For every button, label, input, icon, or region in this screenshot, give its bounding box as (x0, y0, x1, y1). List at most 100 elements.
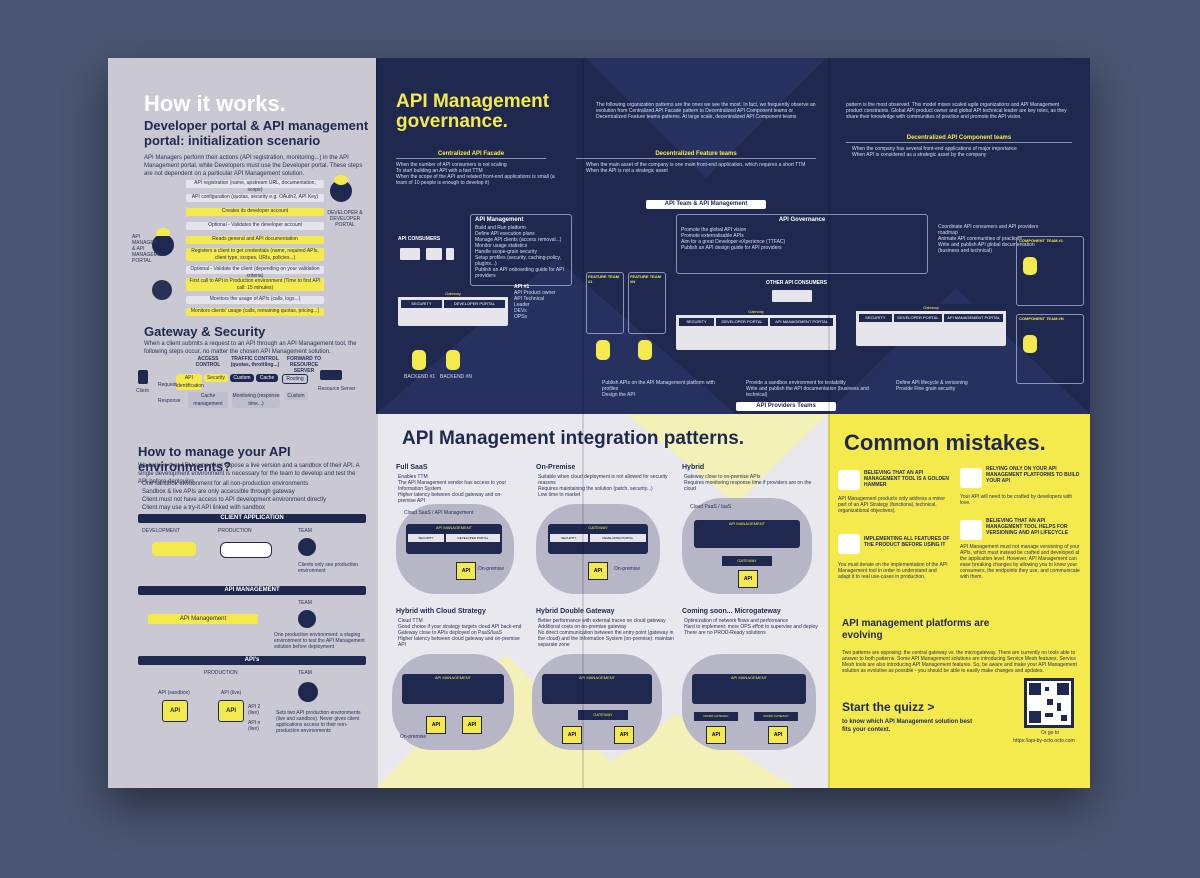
pattern-3-platform: API MANAGEMENT (694, 520, 800, 548)
api-mgmt-items: Build and Run platform Define API execut… (471, 225, 571, 279)
api-live-cube: API (218, 700, 244, 722)
m3-text: You must iterate on the implementation o… (838, 562, 948, 580)
col3-bullet: When the company has several front-end a… (852, 146, 1017, 152)
server-icon (320, 370, 342, 380)
pattern-6-api-2: API (768, 726, 788, 744)
facade-api-roles: API #1 API Product owner API Technical L… (514, 284, 560, 320)
fold-2 (582, 58, 584, 788)
manager-avatar (152, 234, 174, 256)
pattern-3-name: Hybrid (682, 464, 705, 471)
pattern-5-notes: Better performance with external traces … (538, 618, 674, 648)
chain-routing: Routing (282, 374, 308, 384)
pattern-note: Requires monitoring response time if pro… (684, 480, 812, 492)
prod-label: PRODUCTION (218, 528, 252, 534)
step-10: Monitors clients' usage (calls, remainin… (186, 308, 324, 316)
governance-item: Promote externalisable APIs (681, 233, 744, 239)
feature-mgmt-portal: API MANAGEMENT PORTAL (770, 318, 834, 326)
pattern-2-platform: GATEWAY SECURITY DEVELOPER PORTAL (548, 524, 648, 554)
component-team-1-label: COMPONENT TEAM #1 (1019, 238, 1064, 243)
pattern-note: Gateway close to on-premise APIs (684, 474, 761, 480)
response-label: Response (158, 398, 181, 404)
role: API Technical Leader (514, 296, 545, 308)
facade-gateway: Gateway (398, 290, 508, 297)
pattern-note: Suitable when cloud deployment is not al… (538, 474, 668, 486)
pattern-note: Optimization of network flows and perfor… (684, 618, 789, 624)
api-consumers-label: API CONSUMERS (398, 236, 441, 242)
ft-backend1-db-icon (596, 340, 610, 360)
providers-mid: Provide a sandbox environment for testab… (746, 380, 886, 398)
quiz-link[interactable]: Start the quizz > (842, 700, 935, 714)
pattern-6-api-mgmt: API MANAGEMENT (730, 675, 768, 680)
pattern-5-api: API (562, 726, 582, 744)
api-sandbox-label: API (sandbox) (158, 690, 190, 696)
pattern-note: Requires maintaining the solution (patch… (538, 486, 653, 492)
tools-icon (838, 534, 860, 554)
pattern-1-platform: API MANAGEMENT SECURITY DEVELOPER PORTAL (406, 524, 502, 554)
how-intro: API Managers perform their actions (API … (144, 155, 363, 177)
rule-1: One sandbox environment for all non-prod… (142, 481, 309, 487)
component-team-n: COMPONENT TEAM #N (1016, 314, 1084, 384)
pattern-2-name: On-Premise (536, 464, 576, 471)
pattern-note: Enables TTM (398, 474, 428, 480)
how-it-works-panel: How it works. Developer portal & API man… (108, 58, 376, 788)
col1-bullet: When the number of API consumers is not … (396, 162, 507, 168)
col-forward: FORWARD TO RESOURCE SERVER (287, 356, 321, 374)
pattern-2-security: SECURITY (550, 534, 588, 542)
col3-bullet: When API is considered as a strategic as… (852, 152, 987, 158)
m4-title: BELIEVING THAT AN API MANAGEMENT TOOL HE… (986, 518, 1069, 536)
pattern-6-micro-gateway-2: MICRO GATEWAY (754, 712, 798, 721)
left-actor-label: API MANAGER & API MANAGEMENT PORTAL (132, 234, 168, 264)
role: API Product owner (514, 290, 556, 296)
pattern-5-name: Hybrid Double Gateway (536, 608, 615, 615)
col3-bullets: When the company has several front-end a… (852, 146, 1072, 158)
gateway-intro: When a client submits a request to an AP… (144, 341, 357, 355)
feature-platform: Gateway SECURITY DEVELOPER PORTAL API MA… (676, 308, 836, 350)
facade-api-name: API #1 (514, 284, 530, 290)
api-mgmt-item: Manage API clients (access removal...) (475, 237, 562, 243)
quiz-url[interactable]: https://api-by-octo.octo.com (1013, 738, 1075, 744)
col1-head: Centralized API Facade (396, 150, 546, 159)
client-device-icon (138, 370, 148, 384)
pattern-6-api: API (706, 726, 726, 744)
gov-title: API Management governance. (396, 91, 550, 132)
api-mgmt-item: Build and Run platform (475, 225, 526, 231)
pattern-3-diagram: Cloud PaaS / IaaS API MANAGEMENT GATEWAY… (682, 498, 812, 594)
pattern-note: Higher latency between cloud gateway and… (398, 636, 520, 648)
poster: How it works. Developer portal & API man… (108, 58, 1090, 788)
pattern-3-api-mgmt: API MANAGEMENT (728, 521, 766, 526)
team-note-3: Sets two API production environments (li… (276, 710, 361, 734)
pattern-4-api-2: API (462, 716, 482, 734)
other-devices-icon (772, 290, 812, 302)
fold-3 (828, 58, 830, 788)
governance-panel: API Management governance. The following… (376, 58, 1090, 414)
rule-2: Sandbox & live APIs are only accessible … (142, 489, 295, 495)
pattern-1-api: API (456, 562, 476, 580)
step-5: Reads general and API documentation (186, 236, 324, 244)
col1-bullet: To start building an API with a fast TTM (396, 168, 483, 174)
quiz-subtitle: to know which API Management solution be… (842, 719, 973, 733)
feature-team-1-label: FEATURE TEAM #1 (588, 274, 620, 284)
team-label-1: TEAM (298, 528, 312, 534)
pattern-1-dev-portal: DEVELOPER PORTAL (446, 534, 500, 542)
pattern-note: Gateway close to APIs deployed on PaaS/I… (398, 630, 502, 636)
team-label-2: TEAM (298, 600, 312, 606)
team-avatar-1 (298, 538, 316, 556)
componentn-db-icon (1023, 335, 1037, 353)
pattern-note: There are no PROD-Ready solutions (684, 630, 766, 636)
feature-team-1: FEATURE TEAM #1 (586, 272, 624, 334)
col3-head: Decentralized API Component teams (846, 134, 1072, 143)
governance-item: Publish an API design guide for API prov… (681, 245, 782, 251)
tablet-icon (426, 248, 442, 260)
developer-headset-icon (334, 175, 348, 185)
col2-bullet: When the API is not a strategic asset (586, 168, 668, 174)
governance-item: Coordinate API consumers and API provide… (938, 224, 1039, 236)
qr-code-icon[interactable] (1024, 678, 1074, 728)
api-mgmt-item: Define API execution plans (475, 231, 535, 237)
api-mgmt-item: Handle scope-grain security (475, 249, 537, 255)
providers-left: Publish APIs on the API Management platf… (602, 380, 722, 398)
providers-item: Define API lifecycle & versioning (896, 380, 968, 386)
dev-label: DEVELOPMENT (142, 528, 180, 534)
team-label-3: TEAM (298, 670, 312, 676)
governance-bg-shapes (376, 58, 1090, 414)
step-3: Creates its developer account (186, 208, 324, 216)
